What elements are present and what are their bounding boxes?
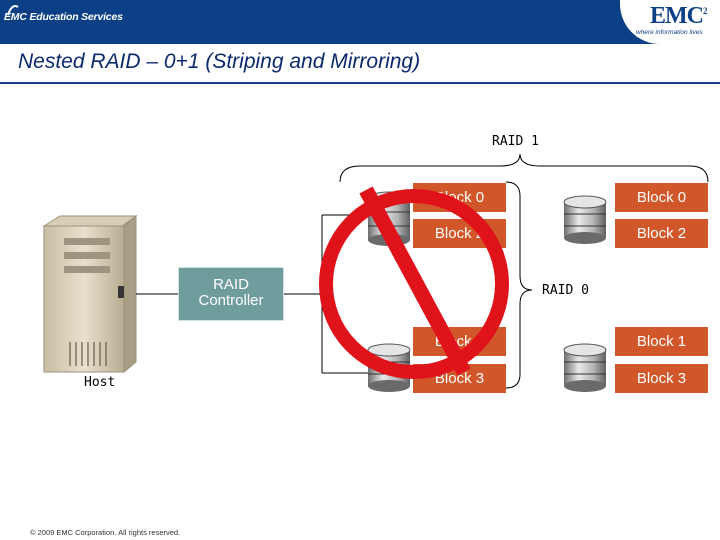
title-divider (0, 82, 720, 84)
raid1-label: RAID 1 (492, 134, 539, 149)
block-right-0: Block 0 (615, 183, 708, 212)
raid1-brace (339, 153, 709, 183)
raid0-brace (505, 181, 533, 389)
emc-swirl-icon (7, 5, 19, 16)
emc-education-logo: EMC Education Services (4, 3, 123, 41)
header-bar: EMC Education Services EMC2 where inform… (0, 0, 720, 44)
block-right-1: Block 1 (615, 327, 708, 356)
block-right-3: Block 3 (615, 364, 708, 393)
disk-icon-top-right (563, 195, 607, 244)
raid-controller-box: RAID Controller (178, 267, 284, 321)
block-left-2: Block 2 (413, 219, 506, 248)
emc-logo: EMC2 where information lives (620, 0, 720, 44)
host-label: Host (84, 375, 116, 390)
raid0-label: RAID 0 (542, 283, 589, 298)
emc-education-logo-text: EMC Education Services (4, 11, 123, 23)
copyright-footer: © 2009 EMC Corporation. All rights reser… (30, 528, 181, 537)
disk-icon-bottom-right (563, 343, 607, 392)
emc-tagline: where information lives (636, 29, 703, 36)
block-right-2: Block 2 (615, 219, 708, 248)
raid-controller-label-line2: Controller (198, 292, 264, 309)
slide-title: Nested RAID – 0+1 (Striping and Mirrorin… (18, 50, 421, 73)
emc-logo-text: EMC2 (650, 3, 707, 29)
raid-controller-label-line1: RAID (213, 276, 249, 293)
host-computer-icon (42, 214, 138, 374)
